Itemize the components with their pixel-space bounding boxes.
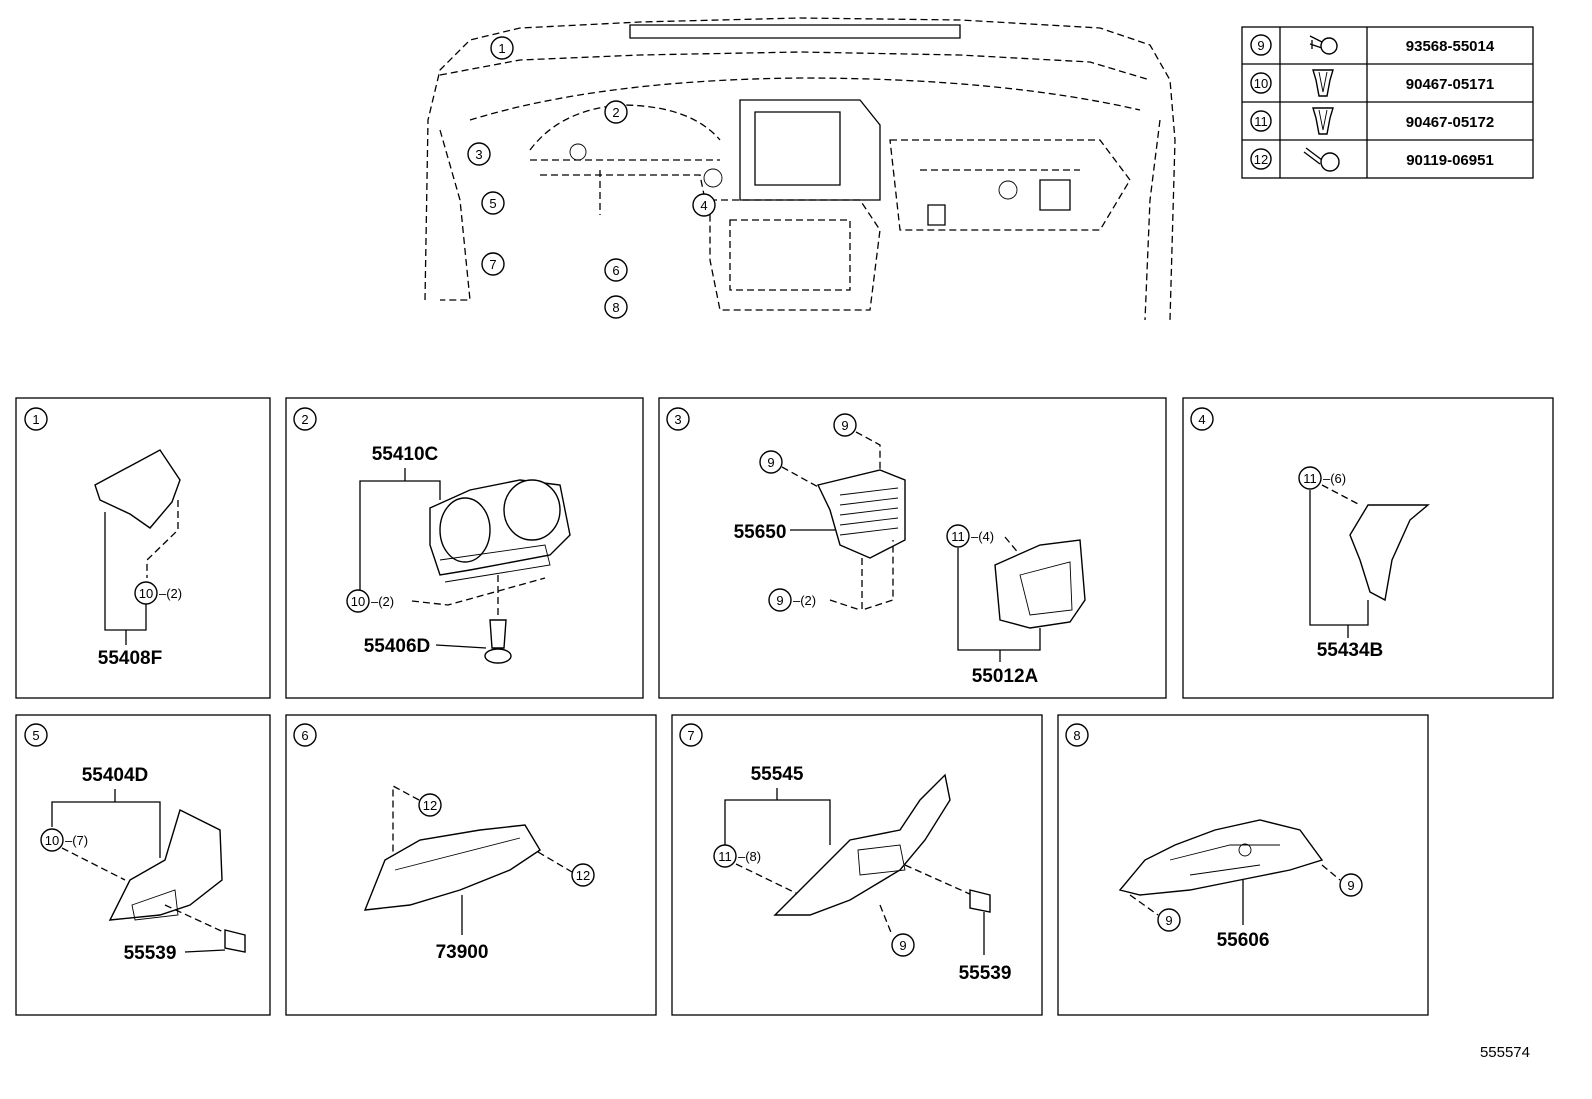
cover-part[interactable] [363, 824, 541, 911]
overview-callout-8[interactable]: 8 [604, 295, 628, 319]
svg-text:8: 8 [612, 300, 619, 315]
svg-text:55606: 55606 [1217, 930, 1270, 951]
dashboard-overview: 1 2 3 4 5 6 7 8 [424, 17, 1176, 321]
svg-text:1: 1 [32, 412, 39, 427]
panel-2: 2 55410C 10 –(2) 55406D [285, 397, 644, 699]
meter-cluster[interactable] [429, 479, 571, 583]
svg-text:11: 11 [1254, 114, 1268, 129]
svg-text:73900: 73900 [436, 942, 489, 963]
part-label: 55408F [98, 648, 162, 669]
svg-text:7: 7 [687, 728, 694, 743]
svg-text:12: 12 [423, 798, 437, 813]
svg-text:12: 12 [576, 868, 590, 883]
diagram-id: 555574 [1480, 1044, 1530, 1061]
svg-text:90119-06951: 90119-06951 [1406, 152, 1494, 169]
bolt-icon [1309, 35, 1338, 55]
svg-text:55012A: 55012A [972, 666, 1039, 687]
svg-text:2: 2 [301, 412, 308, 427]
svg-text:6: 6 [612, 263, 619, 278]
svg-text:5: 5 [32, 728, 39, 743]
svg-text:11: 11 [951, 529, 965, 544]
svg-text:55410C: 55410C [372, 444, 439, 465]
overview-callout-3[interactable]: 3 [467, 142, 491, 166]
svg-text:–(7): –(7) [65, 833, 88, 848]
svg-text:12: 12 [1254, 152, 1268, 167]
fastener-row-10: 10 90467-05171 [1250, 69, 1494, 97]
lower-panel[interactable] [108, 809, 223, 921]
svg-text:55650: 55650 [734, 522, 787, 543]
svg-text:9: 9 [899, 938, 906, 953]
svg-text:90467-05172: 90467-05172 [1406, 114, 1494, 131]
overview-callout-5[interactable]: 5 [481, 191, 505, 215]
svg-text:11: 11 [1303, 471, 1317, 486]
insulator-part[interactable] [1118, 819, 1324, 896]
svg-text:2: 2 [612, 105, 619, 120]
svg-text:9: 9 [1347, 878, 1354, 893]
switch-part[interactable] [969, 889, 991, 913]
svg-text:–(8): –(8) [738, 849, 761, 864]
svg-text:10: 10 [351, 594, 365, 609]
panel-5: 5 55404D 10 –(7) 55539 [15, 714, 271, 1016]
fastener-table: 9 93568-55014 10 90467-05171 11 90467-05 [1241, 26, 1534, 179]
svg-text:10: 10 [139, 586, 153, 601]
svg-text:55434B: 55434B [1317, 640, 1384, 661]
fastener-row-12: 12 90119-06951 [1250, 147, 1494, 172]
svg-text:9: 9 [767, 455, 774, 470]
svg-text:55545: 55545 [751, 764, 804, 785]
panel-4: 4 11 –(6) 55434B [1182, 397, 1554, 699]
svg-text:10: 10 [45, 833, 59, 848]
panel-6: 6 12 12 73900 [285, 714, 657, 1016]
overview-callout-4[interactable]: 4 [692, 193, 716, 217]
panel-part[interactable] [1349, 504, 1430, 602]
svg-text:10: 10 [1254, 76, 1268, 91]
svg-text:1: 1 [498, 41, 505, 56]
clip-icon [1312, 69, 1334, 97]
vent-bezel[interactable] [994, 539, 1086, 629]
fastener-row-9: 9 93568-55014 [1250, 34, 1495, 56]
overview-callout-1[interactable]: 1 [490, 36, 514, 60]
screw-icon [1303, 147, 1340, 172]
svg-text:–(6): –(6) [1323, 471, 1346, 486]
svg-text:3: 3 [674, 412, 681, 427]
svg-text:55539: 55539 [124, 943, 177, 964]
svg-text:8: 8 [1073, 728, 1080, 743]
svg-text:55539: 55539 [959, 963, 1012, 984]
panel-3: 3 9 9 55650 9 –(2) 11 –(4) 55012A [658, 397, 1167, 699]
garnish-part[interactable] [94, 449, 181, 529]
svg-text:–(4): –(4) [971, 529, 994, 544]
svg-text:–(2): –(2) [159, 586, 182, 601]
svg-text:–(2): –(2) [793, 593, 816, 608]
panel-8: 8 9 9 55606 [1057, 714, 1429, 1016]
clip-icon [1312, 107, 1334, 135]
register-vent[interactable] [816, 469, 906, 559]
retainer-icon [484, 619, 512, 664]
svg-text:3: 3 [475, 147, 482, 162]
svg-text:90467-05171: 90467-05171 [1406, 76, 1494, 93]
svg-text:4: 4 [700, 198, 707, 213]
svg-text:9: 9 [1257, 38, 1264, 53]
svg-text:4: 4 [1198, 412, 1205, 427]
svg-text:93568-55014: 93568-55014 [1406, 38, 1495, 55]
svg-text:11: 11 [718, 849, 732, 864]
lower-panel[interactable] [773, 773, 951, 916]
switch-part[interactable] [224, 929, 246, 953]
svg-text:7: 7 [489, 257, 496, 272]
panel-1: 1 10 –(2) 55408F [15, 397, 271, 699]
fastener-row-11: 11 90467-05172 [1250, 107, 1494, 135]
svg-text:55404D: 55404D [82, 765, 149, 786]
overview-callout-7[interactable]: 7 [481, 252, 505, 276]
svg-text:9: 9 [776, 593, 783, 608]
overview-callout-6[interactable]: 6 [604, 258, 628, 282]
svg-text:9: 9 [1165, 913, 1172, 928]
overview-callout-2[interactable]: 2 [604, 100, 628, 124]
svg-text:9: 9 [841, 418, 848, 433]
svg-text:–(2): –(2) [371, 594, 394, 609]
svg-text:55406D: 55406D [364, 636, 431, 657]
svg-text:5: 5 [489, 196, 496, 211]
panel-7: 7 55545 11 –(8) 9 55539 [671, 714, 1043, 1016]
svg-text:6: 6 [301, 728, 308, 743]
